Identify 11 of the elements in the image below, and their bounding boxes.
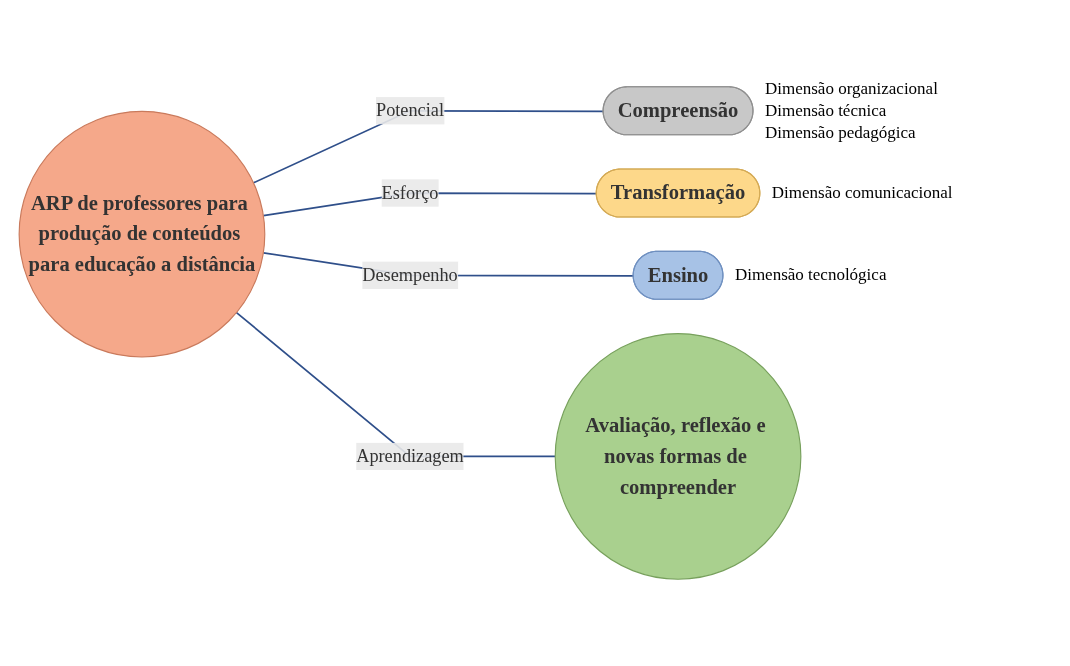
node-circle: ARP de professores para produção de conteúdos para educação a distância (18, 110, 266, 358)
dimension-label: Dimensão organizacional (764, 77, 938, 100)
dimension-label: Dimensão tecnológica (734, 264, 887, 287)
edge-label: Desempenho (362, 265, 458, 285)
edge-label: Esforço (381, 182, 439, 203)
edge-label: Potencial (375, 100, 445, 120)
edge-label: Aprendizagem (356, 446, 464, 466)
dimension-label: Dimensão pedagógica (764, 121, 917, 144)
dimension-label: Dimensão técnica (764, 99, 888, 122)
node-circle: Avaliação, reflexão e novas formas de compreender (554, 333, 802, 580)
dimension-label: Dimensão comunicacional (771, 182, 953, 205)
